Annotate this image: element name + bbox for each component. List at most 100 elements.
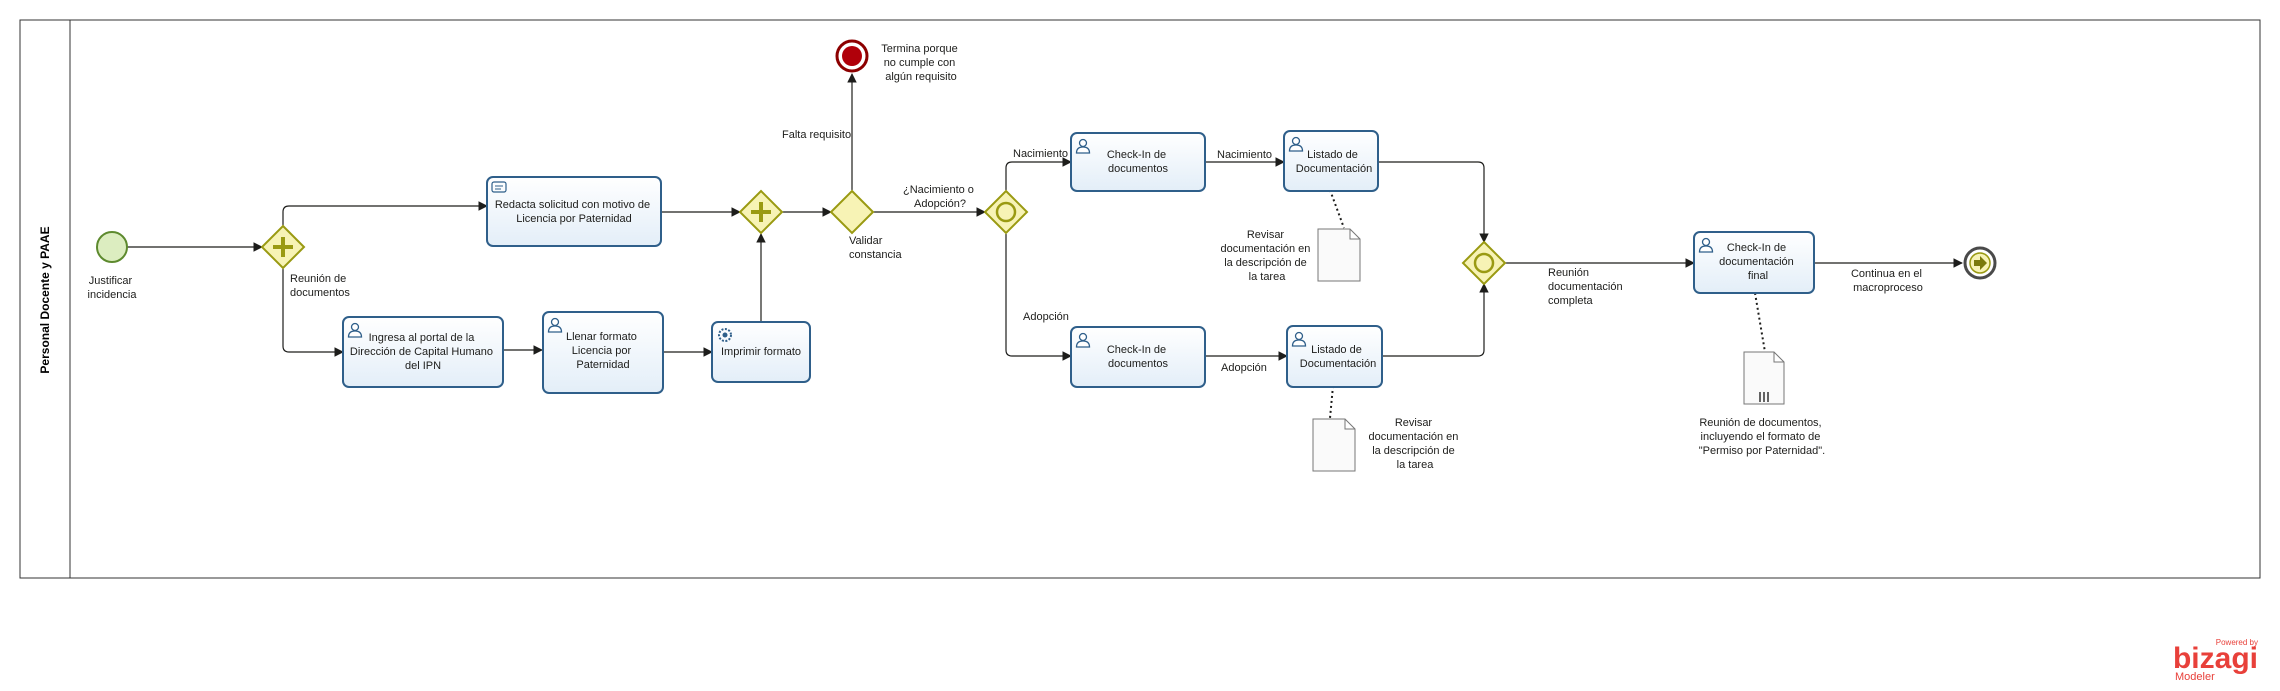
task-redacta[interactable]: Redacta solicitud con motivo de Licencia… <box>486 176 662 247</box>
svg-text:Validar constancia: Validar constancia <box>849 235 902 261</box>
document-icon <box>1317 228 1361 282</box>
svg-text:Termina porque no cumple: Termina porque no cumple con algún requi… <box>881 43 961 83</box>
flow-label-falta-requisito: Falta requisito <box>782 129 851 141</box>
task-box[interactable] <box>1286 325 1383 388</box>
task-box[interactable] <box>711 321 811 383</box>
task-box[interactable] <box>1693 231 1815 294</box>
flow-label-continua-line-1: Continua en el <box>1851 268 1922 280</box>
task-box[interactable] <box>1283 130 1379 192</box>
task-label-line-1: Redacta solicitud con motivo de <box>495 199 650 211</box>
task-ingresa[interactable]: Ingresa al portal de la Dirección de Cap… <box>342 316 504 388</box>
task-label-line-2: documentos <box>1108 163 1168 175</box>
task-label-line-3: del IPN <box>405 360 441 372</box>
doc-label-line-3: "Permiso por Paternidad". <box>1699 445 1825 457</box>
svg-text:Continua en el macroproc: Continua en el macroproceso <box>1851 268 1925 294</box>
flow-label-adopcion-2: Adopción <box>1221 362 1267 374</box>
join-label-line-1: Reunión <box>1548 267 1589 279</box>
flow-label-nacimiento-2: Nacimiento <box>1217 149 1272 161</box>
gateway-parallel-join <box>738 189 784 235</box>
doc-label-line-2: documentación en <box>1221 243 1311 255</box>
task-label-line-2: Documentación <box>1296 163 1372 175</box>
task-label-line-3: final <box>1748 270 1768 282</box>
task-checkin-adopcion[interactable]: Check-In de documentos <box>1070 326 1206 388</box>
pool: Personal Docente y PAAE <box>19 19 2261 579</box>
svg-text:Listado de Documentación: Listado de Documentación <box>1296 149 1372 175</box>
start-label-line-2: incidencia <box>88 289 138 301</box>
circle-marker-icon <box>995 201 1017 223</box>
brand-product: Modeler <box>2175 671 2215 683</box>
start-event: Justificar incidencia <box>88 231 138 301</box>
validate-label-line-1: Validar <box>849 235 883 247</box>
task-label-line-2: Licencia por Paternidad <box>516 213 632 225</box>
gateway-exclusive-validate: Validar constancia <box>829 189 902 261</box>
task-box[interactable] <box>342 316 504 388</box>
associations <box>1329 189 1766 419</box>
svg-text:Reunión de documentos: Reunión de documentos <box>290 273 350 299</box>
task-label-line-1: Listado de <box>1307 149 1358 161</box>
task-label-line-1: Check-In de <box>1107 344 1166 356</box>
task-llenar[interactable]: Llenar formato Licencia por Paternidad <box>542 311 664 394</box>
user-task-icon <box>1291 331 1307 347</box>
svg-text:Revisar documentación en: Revisar documentación en la descripción … <box>1221 229 1314 283</box>
task-label-line-1: Llenar formato <box>566 331 637 343</box>
svg-text:¿Nacimiento o Adopción?: ¿Nacimiento o Adopción? <box>903 184 977 210</box>
start-label-line-1: Justificar <box>89 275 133 287</box>
gateway-inclusive-split: ¿Nacimiento o Adopción? <box>903 184 1029 235</box>
svg-text:Check-In de documentació: Check-In de documentación final <box>1719 242 1797 282</box>
association-doc-adop <box>1329 385 1334 419</box>
doc-label-line-2: documentación en <box>1369 431 1459 443</box>
svg-text:Justificar incidencia: Justificar incidencia <box>88 275 138 301</box>
document-artifact-adopcion: Revisar documentación en la descripción … <box>1312 417 1459 472</box>
task-box[interactable] <box>1070 326 1206 388</box>
doc-label-line-4: la tarea <box>1249 271 1287 283</box>
split-label-line-2: documentos <box>290 287 350 299</box>
task-imprimir[interactable]: Imprimir formato <box>711 321 811 383</box>
task-checkin-nacimiento[interactable]: Check-In de documentos <box>1070 132 1206 192</box>
gateway-parallel-split: Reunión de documentos <box>260 224 350 299</box>
end-event-error: Termina porque no cumple con algún requi… <box>835 39 961 83</box>
flow-inclusive-to-checkin-adop <box>1005 234 1072 361</box>
task-box[interactable] <box>486 176 662 247</box>
end-event-final <box>1963 246 1997 280</box>
task-listado-nacimiento[interactable]: Listado de Documentación <box>1283 130 1379 192</box>
inclusive-label-line-2: Adopción? <box>914 198 966 210</box>
task-box[interactable] <box>542 311 664 394</box>
task-label-line-2: Licencia por <box>572 345 632 357</box>
gateway-inclusive-split-diamond <box>983 189 1029 235</box>
task-label-line-3: Paternidad <box>576 359 629 371</box>
manual-task-icon <box>491 181 507 193</box>
sequence-flows <box>127 73 1963 361</box>
end-error-label-line-3: algún requisito <box>885 71 957 83</box>
task-label-line-1: Imprimir formato <box>721 346 801 358</box>
task-label-line-2: Documentación <box>1300 358 1376 370</box>
user-task-icon <box>1698 237 1714 253</box>
flow-listado-nac-to-join <box>1378 161 1489 243</box>
task-box[interactable] <box>1070 132 1206 192</box>
doc-label-line-2: incluyendo el formato de <box>1701 431 1821 443</box>
gateway-inclusive-join: Reunión documentación completa <box>1461 240 1623 307</box>
end-event-error-core <box>842 46 862 66</box>
task-listado-adopcion[interactable]: Listado de Documentación <box>1286 325 1383 388</box>
flow-label-adopcion-1: Adopción <box>1023 311 1069 323</box>
document-icon <box>1312 418 1356 472</box>
association-doc-final <box>1754 292 1766 353</box>
svg-text:Llenar formato Licencia: Llenar formato Licencia por Paternidad <box>566 331 640 371</box>
user-task-icon <box>1288 136 1304 152</box>
flow-split-to-ingresa <box>282 268 344 357</box>
svg-text:Listado de Documentación: Listado de Documentación <box>1300 344 1376 370</box>
user-task-icon <box>547 317 563 333</box>
svg-text:Redacta solicitud con motivo d: Redacta solicitud con motivo de Licencia… <box>495 199 653 225</box>
flow-inclusive-to-checkin-nac <box>1005 157 1072 190</box>
flow-split-to-redacta <box>282 201 488 226</box>
validate-label-line-2: constancia <box>849 249 902 261</box>
doc-label-line-1: Revisar <box>1395 417 1433 429</box>
flow-listado-adop-to-join <box>1382 283 1489 357</box>
association-doc-nac <box>1329 189 1345 229</box>
svg-text:Ingresa al portal de la: Ingresa al portal de la Dirección de Cap… <box>350 332 496 372</box>
task-checkin-final[interactable]: Check-In de documentación final <box>1693 231 1815 294</box>
doc-label-line-1: Revisar <box>1247 229 1285 241</box>
task-label-line-1: Listado de <box>1311 344 1362 356</box>
task-label-line-2: documentos <box>1108 358 1168 370</box>
end-error-label-line-2: no cumple con <box>884 57 956 69</box>
doc-label-line-3: la descripción de <box>1372 445 1455 457</box>
